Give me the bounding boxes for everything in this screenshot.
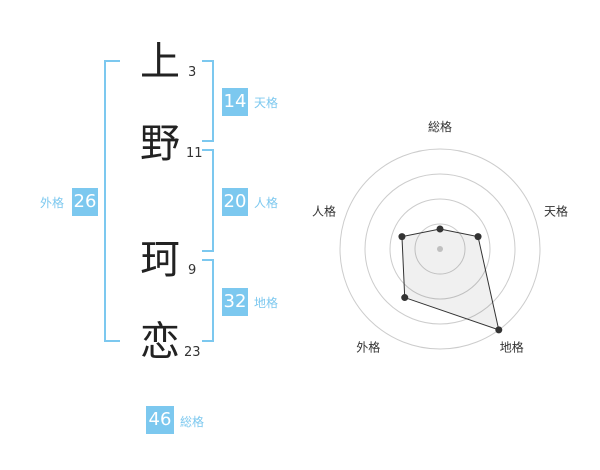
radar-polygon	[401, 228, 500, 331]
radar-ring	[339, 148, 541, 350]
tenkaku-value: 14	[222, 88, 248, 116]
name-char-4: 恋	[140, 319, 180, 365]
radar-axis-label: 外格	[356, 340, 380, 355]
gaikaku-value: 26	[72, 188, 98, 216]
stroke-count-2: 11	[186, 146, 203, 161]
soukaku-value: 46	[146, 406, 174, 434]
name-char-3: 珂	[140, 237, 180, 283]
radar-point-3	[401, 294, 409, 302]
radar-point-2	[495, 326, 503, 334]
radar-point-4	[398, 233, 406, 241]
stroke-count-4: 23	[184, 345, 201, 360]
radar-point-0	[436, 225, 444, 233]
chikaku-value: 32	[222, 288, 248, 316]
radar-axis-label: 人格	[312, 203, 336, 218]
name-char-2: 野	[140, 121, 180, 167]
radar-ring	[364, 173, 516, 325]
radar-axis-label: 地格	[500, 340, 524, 355]
chikaku-bracket	[202, 259, 214, 342]
radar-center	[437, 246, 443, 252]
jinkaku-label: 人格	[254, 196, 279, 210]
chikaku-label: 地格	[254, 296, 279, 310]
radar-area	[401, 228, 500, 331]
tenkaku-label: 天格	[254, 96, 279, 110]
stroke-count-1: 3	[188, 65, 197, 80]
jinkaku-value: 20	[222, 188, 248, 216]
soukaku-label: 総格	[180, 415, 205, 429]
radar-axis-label: 天格	[544, 203, 568, 218]
radar-ring	[414, 223, 466, 275]
radar-axis-label: 総格	[428, 119, 452, 134]
gaikaku-label: 外格	[40, 196, 65, 210]
radar-ring	[389, 198, 491, 300]
tenkaku-bracket	[202, 60, 214, 142]
radar-point-1	[474, 233, 482, 241]
stroke-count-3: 9	[188, 263, 197, 278]
jinkaku-bracket	[202, 149, 214, 252]
radar-points	[398, 225, 503, 334]
radar-rings	[339, 148, 541, 350]
gaikaku-bracket	[104, 60, 120, 342]
name-char-1: 上	[140, 39, 180, 85]
